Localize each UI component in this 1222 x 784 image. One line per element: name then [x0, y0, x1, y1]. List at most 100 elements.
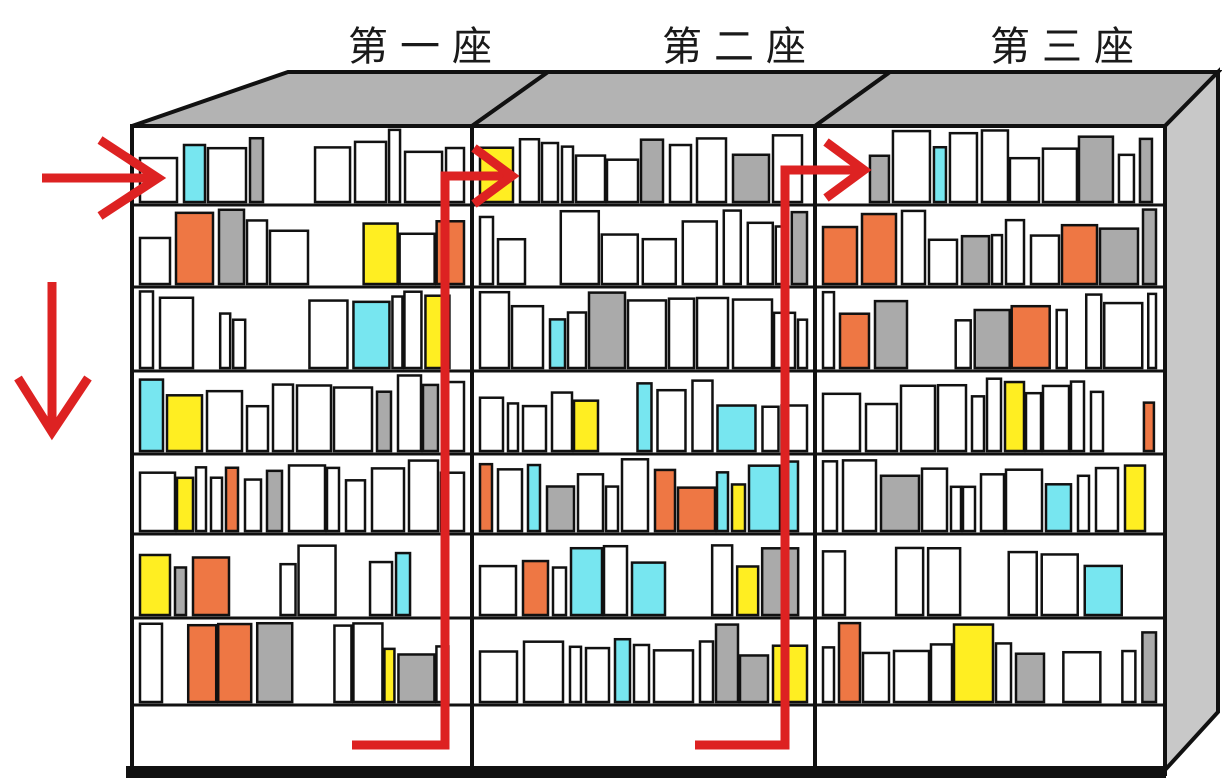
book	[792, 212, 807, 284]
book	[866, 404, 897, 451]
book	[1005, 382, 1024, 451]
book	[273, 385, 293, 451]
book	[480, 464, 492, 531]
book	[289, 465, 325, 531]
book	[717, 472, 728, 531]
book	[748, 223, 773, 284]
book	[1086, 295, 1101, 368]
book	[862, 214, 896, 284]
book	[863, 653, 889, 702]
book	[637, 383, 651, 451]
book	[523, 561, 548, 615]
book	[207, 391, 242, 451]
book	[733, 300, 772, 368]
book	[528, 465, 540, 531]
book	[1046, 484, 1071, 531]
book	[1016, 654, 1044, 702]
book	[1012, 306, 1050, 368]
book	[140, 473, 175, 531]
bookcase-side-face	[1165, 72, 1218, 770]
book	[346, 480, 365, 531]
book	[570, 647, 581, 702]
book	[670, 145, 691, 202]
book	[1125, 466, 1145, 531]
book	[480, 398, 503, 451]
book	[1148, 294, 1156, 368]
book	[553, 568, 566, 615]
book	[1057, 310, 1067, 368]
book	[1010, 158, 1039, 202]
book	[733, 155, 769, 202]
book	[578, 474, 603, 531]
book	[938, 385, 966, 451]
book	[140, 624, 162, 702]
book	[956, 320, 971, 368]
book	[167, 395, 202, 451]
book	[669, 299, 694, 368]
book	[875, 301, 907, 368]
book	[654, 650, 693, 702]
book	[384, 649, 394, 702]
book	[586, 648, 609, 702]
book	[881, 476, 919, 531]
book	[963, 487, 975, 531]
book	[823, 292, 834, 368]
book	[250, 138, 263, 202]
book	[657, 390, 685, 451]
book	[1096, 468, 1118, 531]
book	[1144, 403, 1154, 451]
book	[1122, 651, 1135, 702]
book	[823, 461, 837, 531]
book	[218, 624, 251, 702]
book	[1071, 382, 1084, 451]
book	[732, 484, 745, 531]
book	[193, 557, 229, 615]
book	[896, 548, 923, 615]
book	[641, 140, 663, 202]
book	[480, 566, 516, 615]
book	[299, 546, 336, 615]
book	[1140, 139, 1152, 202]
book	[480, 652, 517, 702]
book	[562, 147, 573, 202]
book	[604, 546, 627, 615]
book	[571, 548, 602, 615]
book	[405, 152, 442, 202]
book	[823, 394, 860, 451]
book	[389, 130, 400, 202]
book	[1142, 632, 1156, 702]
book	[480, 217, 493, 284]
book	[568, 312, 586, 368]
book	[392, 297, 402, 368]
book	[520, 139, 539, 202]
book	[377, 392, 391, 451]
book	[480, 292, 509, 368]
book	[1043, 386, 1069, 451]
book	[1079, 137, 1113, 202]
book	[512, 306, 543, 368]
book	[409, 461, 438, 531]
book	[954, 625, 993, 702]
book	[297, 386, 331, 451]
book	[353, 623, 382, 702]
book	[1085, 566, 1122, 615]
book	[140, 555, 170, 615]
book	[839, 623, 860, 702]
book	[975, 310, 1010, 368]
book	[211, 478, 222, 531]
book	[632, 563, 665, 615]
book	[270, 231, 308, 284]
book	[987, 379, 1001, 451]
book	[716, 625, 738, 702]
book	[561, 211, 599, 284]
book	[1031, 236, 1059, 284]
book	[247, 220, 267, 284]
book	[622, 459, 648, 531]
book	[498, 469, 522, 531]
book	[724, 211, 741, 284]
book	[902, 211, 925, 284]
book	[245, 480, 261, 531]
book	[370, 562, 392, 615]
book	[542, 143, 558, 202]
